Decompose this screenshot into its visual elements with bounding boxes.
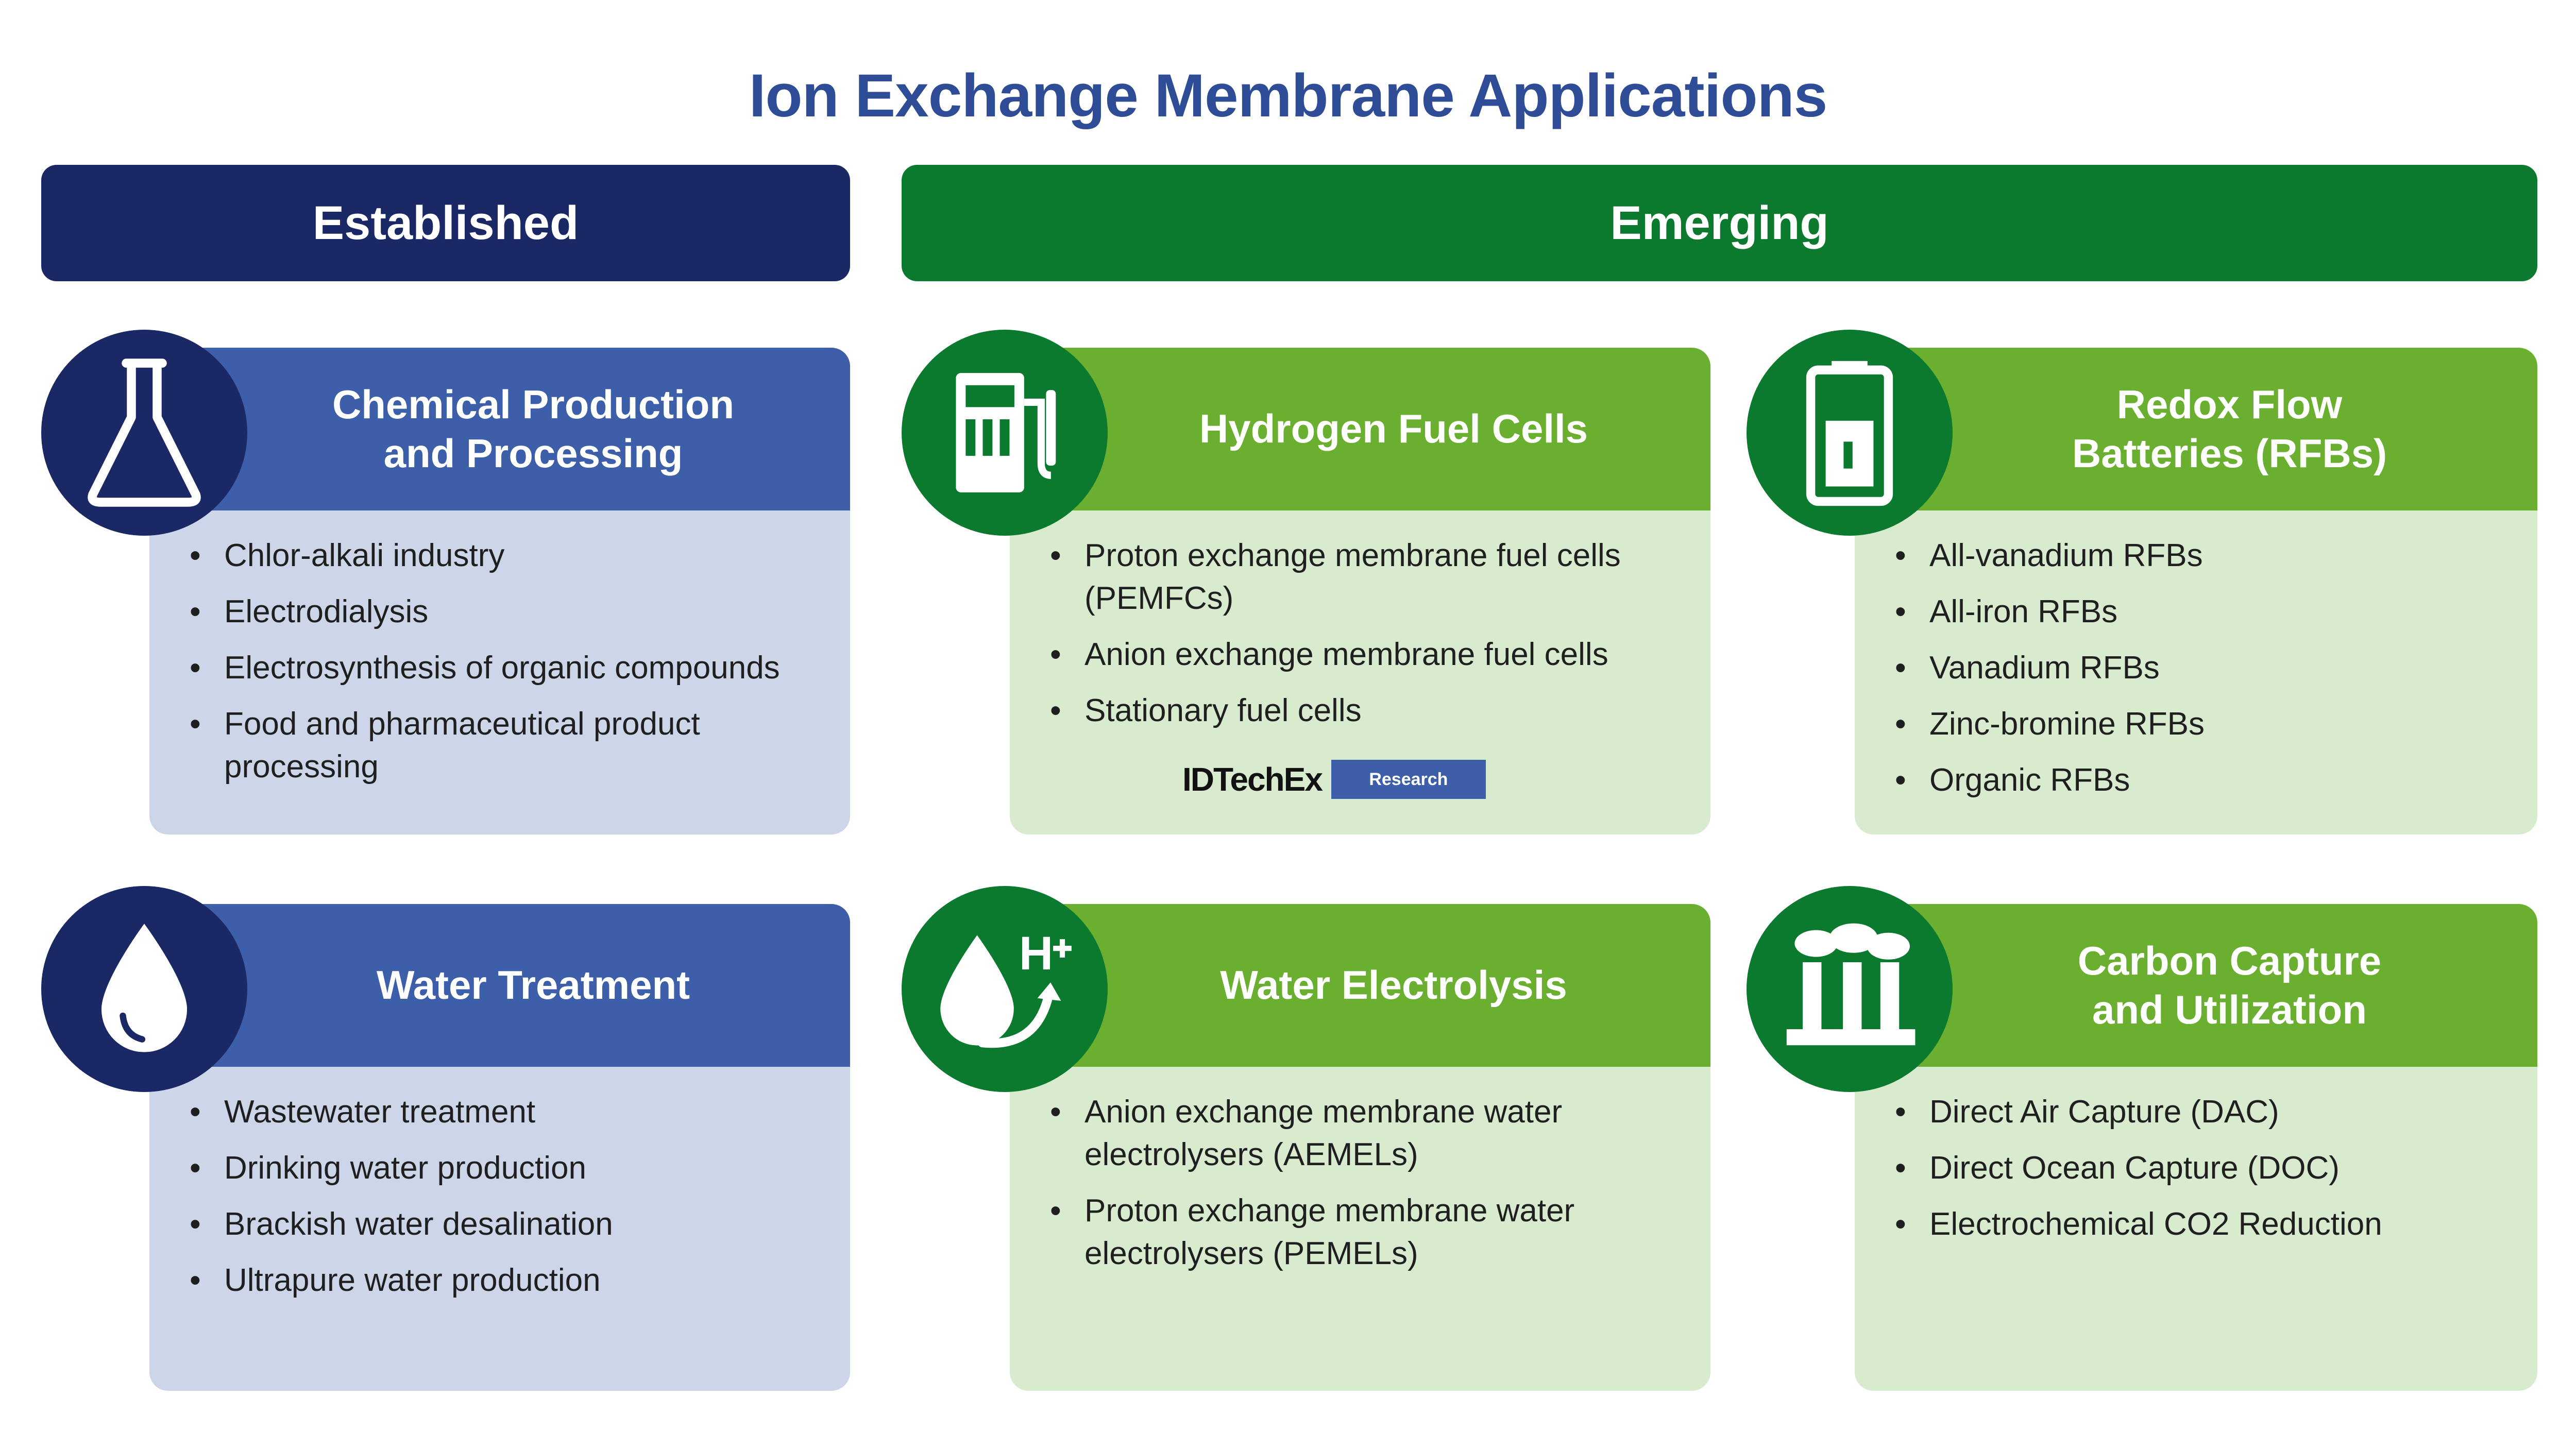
factory-icon — [1786, 923, 1916, 1046]
card-chemical-list: Chlor-alkali industry Electrodialysis El… — [185, 534, 835, 788]
water-drop-icon — [101, 924, 188, 1052]
list-item: Zinc-bromine RFBs — [1891, 703, 2522, 745]
card-water-electrolysis-list: Anion exchange membrane water electrolys… — [1046, 1090, 1695, 1275]
card-water-electrolysis-header: Water Electrolysis — [1010, 904, 1710, 1067]
page-title: Ion Exchange Membrane Applications — [749, 62, 1828, 130]
list-item: Vanadium RFBs — [1891, 646, 2522, 689]
battery-icon — [1806, 361, 1893, 506]
water-electrolysis-icon: H — [940, 927, 1072, 1048]
card-redox-flow-title-2: Batteries (RFBs) — [2072, 431, 2387, 476]
badge-water-treatment — [41, 886, 247, 1092]
card-redox-flow-body: All-vanadium RFBs All-iron RFBs Vanadium… — [1855, 510, 2537, 834]
category-emerging: Emerging — [902, 165, 2537, 281]
card-hydrogen-fuel-cells: Hydrogen Fuel Cells Proton exchange memb… — [902, 330, 1710, 834]
list-item: Brackish water desalination — [185, 1203, 835, 1246]
card-chemical-production: Chemical Production and Processing Chlor… — [41, 330, 850, 834]
list-item: Wastewater treatment — [185, 1090, 835, 1133]
card-water-treatment-title: Water Treatment — [376, 962, 690, 1008]
list-item: Chlor-alkali industry — [185, 534, 835, 577]
list-item: Proton exchange membrane fuel cells (PEM… — [1046, 534, 1695, 620]
card-water-electrolysis-title: Water Electrolysis — [1220, 962, 1567, 1008]
list-item: Stationary fuel cells — [1046, 689, 1695, 732]
card-redox-flow-list: All-vanadium RFBs All-iron RFBs Vanadium… — [1891, 534, 2522, 802]
card-chemical-body: Chlor-alkali industry Electrodialysis El… — [149, 510, 850, 834]
card-carbon-capture-title-2: and Utilization — [2092, 987, 2367, 1032]
card-carbon-capture-title-1: Carbon Capture — [2077, 937, 2382, 983]
card-carbon-capture-body: Direct Air Capture (DAC) Direct Ocean Ca… — [1855, 1067, 2537, 1391]
list-item: Ultrapure water production — [185, 1259, 835, 1302]
card-fuel-cells-title: Hydrogen Fuel Cells — [1199, 406, 1588, 452]
card-chemical-header: Chemical Production and Processing — [149, 348, 850, 510]
list-item: All-vanadium RFBs — [1891, 534, 2522, 577]
list-item: Proton exchange membrane water electroly… — [1046, 1189, 1695, 1275]
list-item: Electrochemical CO2 Reduction — [1891, 1203, 2522, 1246]
card-chemical-title-2: and Processing — [383, 431, 683, 476]
list-item: Drinking water production — [185, 1147, 835, 1189]
card-water-electrolysis-body: Anion exchange membrane water electrolys… — [1010, 1067, 1710, 1391]
list-item: Electrodialysis — [185, 590, 835, 633]
card-water-treatment-body: Wastewater treatment Drinking water prod… — [149, 1067, 850, 1391]
list-item: Organic RFBs — [1891, 759, 2522, 802]
list-item: Direct Ocean Capture (DOC) — [1891, 1147, 2522, 1189]
badge-water-electrolysis: H — [902, 886, 1108, 1092]
card-carbon-capture: Carbon Capture and Utilization Direct Ai… — [1747, 886, 2537, 1391]
card-redox-flow-title-1: Redox Flow — [2116, 381, 2343, 427]
category-emerging-label: Emerging — [1610, 196, 1829, 249]
fuel-cell-icon — [956, 373, 1056, 492]
card-water-treatment-header: Water Treatment — [149, 904, 850, 1067]
card-carbon-capture-header: Carbon Capture and Utilization — [1855, 904, 2537, 1067]
list-item: Direct Air Capture (DAC) — [1891, 1090, 2522, 1133]
badge-carbon-capture — [1747, 886, 1953, 1092]
list-item: Anion exchange membrane water electrolys… — [1046, 1090, 1695, 1176]
list-item: Electrosynthesis of organic compounds — [185, 646, 835, 689]
idtechex-logo: IDTechEx Research — [1182, 760, 1486, 799]
badge-redox-flow — [1747, 330, 1953, 536]
card-water-treatment-list: Wastewater treatment Drinking water prod… — [185, 1090, 835, 1302]
card-fuel-cells-header: Hydrogen Fuel Cells — [1010, 348, 1710, 510]
list-item: Anion exchange membrane fuel cells — [1046, 633, 1695, 676]
flask-icon — [88, 359, 201, 507]
badge-chemical — [41, 330, 247, 536]
card-water-electrolysis: H Water Electrolysis Anion exchange memb… — [902, 886, 1710, 1391]
list-item: Food and pharmaceutical product processi… — [185, 703, 835, 788]
logo-bar: Research — [1331, 760, 1486, 799]
card-water-treatment: Water Treatment Wastewater treatment Dri… — [41, 886, 850, 1391]
category-established-label: Established — [312, 196, 579, 249]
card-carbon-capture-list: Direct Air Capture (DAC) Direct Ocean Ca… — [1891, 1090, 2522, 1246]
card-redox-flow-batteries: Redox Flow Batteries (RFBs) All-vanadium… — [1747, 330, 2537, 834]
category-established: Established — [41, 165, 850, 281]
card-redox-flow-header: Redox Flow Batteries (RFBs) — [1855, 348, 2537, 510]
badge-fuel-cells — [902, 330, 1108, 536]
card-chemical-title-1: Chemical Production — [332, 381, 735, 427]
electrolysis-icon-label: H — [1019, 927, 1053, 980]
card-fuel-cells-list: Proton exchange membrane fuel cells (PEM… — [1046, 534, 1695, 732]
logo-tag: Research — [1369, 769, 1448, 789]
logo-text: IDTechEx — [1182, 761, 1323, 798]
list-item: All-iron RFBs — [1891, 590, 2522, 633]
